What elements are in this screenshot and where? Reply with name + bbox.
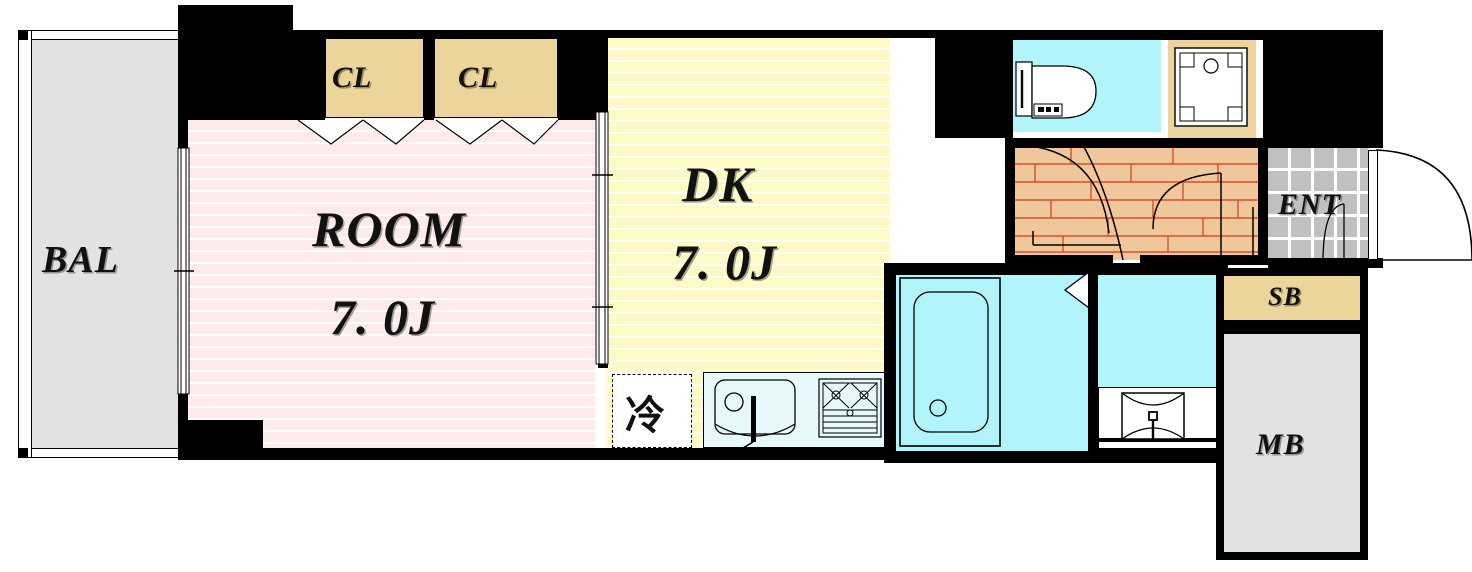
wall-hallway-bottom-left xyxy=(1013,255,1113,265)
closet-right-label: CL xyxy=(458,61,499,94)
hallway-door-swings xyxy=(1018,144,1254,261)
wall-dk-top xyxy=(598,30,942,38)
balcony-label: BAL xyxy=(42,239,119,281)
wall-room-closet-divider xyxy=(293,30,325,120)
dk-label: DK xyxy=(682,156,754,212)
balcony-corner-tl xyxy=(18,30,28,40)
shoebox-label: SB xyxy=(1268,282,1302,311)
wall-room-right-top-block xyxy=(558,30,598,120)
closet-right xyxy=(434,38,558,118)
wall-hallway-right xyxy=(1258,138,1268,264)
wall-toilet-left-block xyxy=(935,30,1013,138)
closet-right-door-icon xyxy=(435,119,559,145)
wall-room-left-upper xyxy=(178,120,188,150)
room-area xyxy=(183,120,595,458)
gas-stove-icon xyxy=(818,378,882,438)
washer-pan-icon xyxy=(1174,47,1248,127)
shoebox-area xyxy=(1224,276,1360,320)
wall-right-top-block xyxy=(1263,30,1383,138)
bathtub-icon xyxy=(899,277,1001,447)
toilet-icon xyxy=(1015,61,1097,119)
wall-washer-top xyxy=(1161,30,1263,40)
room-size-label: 7. 0J xyxy=(330,289,435,345)
balcony-railing-left xyxy=(18,30,32,458)
closet-left-door-icon xyxy=(297,119,425,145)
entrance-door-leaf[interactable] xyxy=(1368,150,1378,260)
wall-toilet-top xyxy=(1013,30,1161,40)
balcony-sliding-window[interactable] xyxy=(174,147,194,395)
washroom-baseboard xyxy=(1098,441,1220,449)
entrance-label: ENT xyxy=(1278,188,1341,221)
closet-left-label: CL xyxy=(332,61,373,94)
washbasin-icon xyxy=(1121,392,1185,450)
room-dk-sliding-door[interactable] xyxy=(592,111,613,365)
entrance-door-swing-icon xyxy=(1375,149,1472,261)
kitchen-sink-icon xyxy=(714,379,796,449)
meterbox-area xyxy=(1224,334,1360,552)
refrigerator-space xyxy=(612,374,692,448)
balcony-railing-bottom xyxy=(18,448,183,458)
wall-room-left-lower xyxy=(178,392,188,420)
entrance-step-line xyxy=(1322,203,1345,260)
balcony-area xyxy=(18,30,183,458)
wall-dk-bottom xyxy=(598,448,898,460)
wall-between-closets xyxy=(424,36,434,120)
room-label: ROOM xyxy=(312,201,467,257)
meterbox-label: MB xyxy=(1256,428,1305,461)
wall-hallway-left xyxy=(1005,138,1015,264)
wall-hallway-top xyxy=(1013,138,1263,148)
washroom-area xyxy=(1098,275,1220,387)
wall-room-top-left-block xyxy=(178,5,293,120)
wall-dk-left-bottom xyxy=(598,362,608,368)
wall-room-bottom-left-block xyxy=(178,420,263,460)
wall-entrance-top xyxy=(1268,138,1383,148)
balcony-corner-bl xyxy=(18,448,28,458)
wall-closet-top xyxy=(293,30,598,38)
wall-dk-left-top xyxy=(598,30,608,115)
balcony-railing xyxy=(18,30,183,40)
dk-size-label: 7. 0J xyxy=(672,234,777,290)
refrigerator-label: 冷 xyxy=(625,393,666,439)
entrance-area xyxy=(1268,148,1368,260)
wall-entrance-bottom xyxy=(1268,258,1383,268)
wall-room-bottom xyxy=(263,448,598,460)
wall-hallway-bottom-right xyxy=(1140,255,1268,265)
closet-left xyxy=(325,38,424,118)
